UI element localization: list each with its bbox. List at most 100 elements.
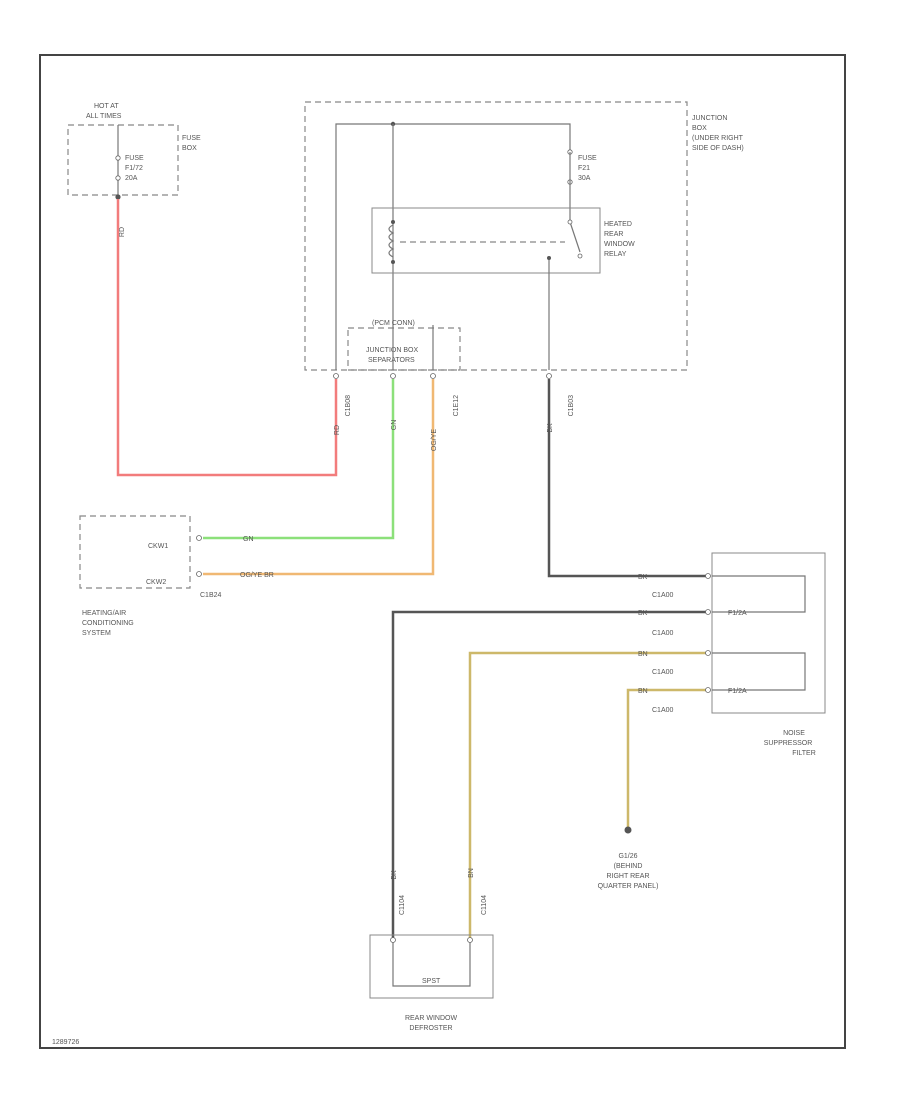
- fuse-f172-top-terminal: [115, 155, 121, 161]
- suppressor-connector-2: C1A00: [652, 630, 674, 637]
- wire-code-yellow-defroster: BN: [468, 868, 475, 878]
- defroster-outline: [369, 934, 494, 999]
- fuse-box-outline: [67, 124, 179, 196]
- hvac-title-1: HEATING/AIR: [82, 610, 126, 617]
- relay-label-1: HEATED: [604, 221, 632, 228]
- suppressor-terminal-2: [705, 609, 711, 615]
- fuse-f21-label-1: FUSE: [578, 155, 597, 162]
- suppressor-connector-4: C1A00: [652, 707, 674, 714]
- wire-code-red-jb: RD: [334, 425, 341, 435]
- suppressor-terminal-1: [705, 573, 711, 579]
- relay-switch-contact: [577, 253, 583, 259]
- suppressor-connector-1: C1A00: [652, 592, 674, 599]
- suppressor-coil-2: [712, 652, 806, 691]
- defroster-terminal-1: [390, 937, 396, 943]
- junction-box-inner-top-label: (PCM CONN): [372, 320, 415, 327]
- fuse-box-title-1: FUSE: [182, 135, 201, 142]
- junction-box-title-3: (UNDER RIGHT: [692, 135, 744, 142]
- wire-codes: RD RD GN OG/YE BK BK BN: [119, 227, 554, 880]
- relay-switch-arm: [569, 221, 581, 253]
- fuse-box: HOT AT ALL TIMES FUSE BOX FUSE F1/72 20A: [67, 103, 201, 200]
- ground-label-1: G1/26: [618, 853, 637, 860]
- diagram-code: 1289726: [52, 1039, 79, 1046]
- suppressor-terminal-3: [705, 650, 711, 656]
- wire-yellow-filter-to-ground: [626, 688, 708, 828]
- fuse-box-hot-label-2: ALL TIMES: [86, 113, 122, 120]
- fuse-box-hot-label-1: HOT AT: [94, 103, 119, 110]
- wires: [116, 199, 708, 940]
- junction-box-outline: [304, 101, 688, 371]
- defroster-connector-2: C1104: [481, 895, 488, 915]
- junction-box-title-1: JUNCTION: [692, 115, 727, 122]
- hvac-module-outline: [79, 515, 191, 589]
- wire-dark-filter-to-defroster: [391, 610, 708, 940]
- wire-code-orange-jb: OG/YE: [431, 429, 438, 452]
- hvac-title-2: CONDITIONING: [82, 620, 134, 627]
- wire-dark-relay-to-filter: [547, 379, 708, 578]
- junction-box-title-2: BOX: [692, 125, 707, 132]
- relay-coil-bottom: [391, 260, 395, 264]
- defroster-grid-element: [392, 940, 471, 987]
- junction-box-separator-outline: [347, 327, 461, 371]
- jb-connector-c1b03: C1B03: [568, 395, 575, 417]
- suppressor-inner-label-2: F1/2A: [728, 688, 747, 695]
- jb-connector-c1e12: C1E12: [453, 395, 460, 417]
- relay-output-node: [547, 256, 551, 260]
- wire-code-hvac-green: GN: [243, 536, 254, 543]
- junction-box-inner-label-2: SEPARATORS: [368, 357, 415, 364]
- suppressor-terminal-4: [705, 687, 711, 693]
- fuse-f21-label-3: 30A: [578, 175, 591, 182]
- wire-code-dark-defroster: BK: [391, 870, 398, 880]
- noise-suppressor-filter: F1/2A F1/2A C1A00 C1A00 C1A00 C1A00 BK B…: [638, 552, 826, 757]
- ground-label-2: (BEHIND: [614, 863, 643, 870]
- relay-switch-pivot: [567, 219, 573, 225]
- diagram-frame: [39, 54, 846, 1049]
- fuse-f172-label-1: FUSE: [125, 155, 144, 162]
- hvac-connector: C1B24: [200, 592, 222, 599]
- defroster-title-2: DEFROSTER: [409, 1025, 452, 1032]
- wire-orange: [203, 379, 435, 576]
- defroster-connector-1: C1104: [399, 895, 406, 915]
- suppressor-inner-label-1: F1/2A: [728, 610, 747, 617]
- fuse-box-title-2: BOX: [182, 145, 197, 152]
- jb-pin-dark: [546, 373, 552, 379]
- jb-pin-orange: [430, 373, 436, 379]
- heated-rear-window-relay: [371, 207, 601, 274]
- wire-code-green-jb: GN: [391, 420, 398, 431]
- hvac-terminal-ckw1: [196, 535, 202, 541]
- relay-label-3: WINDOW: [604, 241, 635, 248]
- hvac-title-3: SYSTEM: [82, 630, 111, 637]
- jb-pin-red: [333, 373, 339, 379]
- wire-code-red-fuse: RD: [119, 227, 126, 237]
- rear-window-defroster: SPST C1104 C1104 REAR WINDOW DEFROSTER: [369, 895, 494, 1032]
- wire-code-suppressor-2: BK: [638, 610, 648, 617]
- wire-code-hvac-orange: OG/YE BR: [240, 572, 274, 579]
- wire-red: [116, 199, 338, 477]
- ground-label-4: QUARTER PANEL): [598, 883, 659, 890]
- suppressor-title-3: FILTER: [792, 750, 816, 757]
- hvac-pin-ckw1: CKW1: [148, 543, 168, 550]
- hvac-pin-ckw2: CKW2: [146, 579, 166, 586]
- suppressor-coil-1: [712, 575, 806, 613]
- suppressor-outline: [711, 552, 826, 714]
- jb-connector-c1b08: C1B08: [345, 395, 352, 417]
- junction-box-internal-bus: [335, 123, 571, 370]
- wire-code-suppressor-3: BN: [638, 651, 648, 658]
- wire-code-suppressor-4: BN: [638, 688, 648, 695]
- fuse-f172-label-3: 20A: [125, 175, 138, 182]
- relay-coil: [388, 224, 395, 258]
- junction-box-title-4: SIDE OF DASH): [692, 145, 744, 152]
- ground-point: G1/26 (BEHIND RIGHT REAR QUARTER PANEL): [598, 826, 659, 890]
- wire-yellow-filter-to-defroster: [468, 651, 708, 940]
- junction-box: JUNCTION BOX (UNDER RIGHT SIDE OF DASH) …: [304, 101, 744, 417]
- defroster-inner-label: SPST: [422, 978, 441, 985]
- defroster-title-1: REAR WINDOW: [405, 1015, 458, 1022]
- fuse-f172-bottom-terminal: [115, 175, 121, 181]
- fuse-box-output-terminal: [115, 194, 121, 200]
- suppressor-connector-3: C1A00: [652, 669, 674, 676]
- wire-code-suppressor-1: BK: [638, 574, 648, 581]
- fuse-f21-label-2: F21: [578, 165, 590, 172]
- fuse-f172-label-2: F1/72: [125, 165, 143, 172]
- hvac-module: CKW1 CKW2 GN OG/YE BR C1B24 HEATING/AIR …: [79, 515, 274, 637]
